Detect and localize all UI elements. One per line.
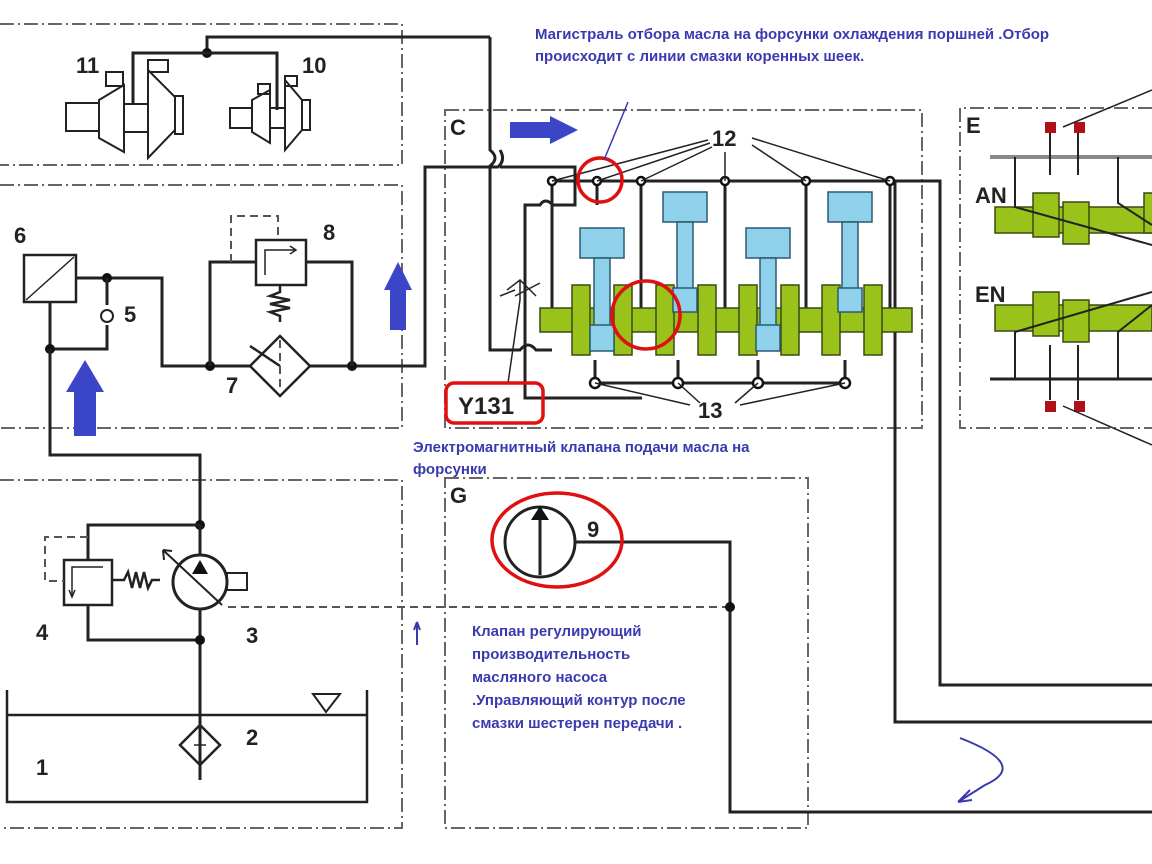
pump-valve-annotation-line: производительность	[472, 646, 631, 663]
label-1: 1	[36, 755, 48, 780]
solenoid-y131-label: Y131	[458, 393, 514, 420]
label-3: 3	[246, 623, 258, 648]
label-10: 10	[302, 53, 326, 78]
red-highlights	[444, 156, 682, 589]
flow-arrow-up-icon	[384, 262, 412, 330]
label-7: 7	[226, 373, 238, 398]
pump-valve-annotation: Клапан регулирующий производительность м…	[472, 620, 686, 735]
section-c-label: C	[450, 115, 466, 140]
turbochargers	[65, 35, 490, 161]
section-e-label: E	[966, 113, 981, 138]
flow-arrow-right-icon	[510, 116, 578, 144]
label-9: 9	[587, 517, 599, 542]
label-6: 6	[14, 223, 26, 248]
label-2: 2	[246, 725, 258, 750]
solenoid-annotation: Электромагнитный клапана подачи масла на…	[413, 437, 750, 481]
pump-valve-annotation-line: Клапан регулирующий	[472, 623, 642, 640]
cooler-filter-circuit	[22, 165, 488, 525]
label-13: 13	[698, 398, 722, 423]
gallery-annotation-line1: Магистраль отбора масла на форсунки охла…	[535, 26, 1050, 43]
pump-circuit	[5, 520, 730, 804]
label-5: 5	[124, 302, 136, 327]
solenoid-annotation-line2: форсунки	[413, 461, 487, 478]
label-12: 12	[712, 126, 736, 151]
label-11: 11	[76, 53, 99, 78]
section-g-label: G	[450, 483, 467, 508]
label-4: 4	[36, 620, 49, 645]
camshaft-en-label: EN	[975, 282, 1006, 307]
label-8: 8	[323, 220, 335, 245]
flow-arrow-up-icon	[66, 360, 104, 436]
pump-valve-annotation-line: смазки шестерен передачи .	[472, 715, 683, 732]
gallery-annotation-line2: происходит с линии смазки коренных шеек.	[535, 48, 865, 65]
engine-crankcase	[488, 37, 1152, 724]
gallery-annotation: Магистраль отбора масла на форсунки охла…	[535, 24, 1049, 68]
pump-valve-annotation-line: масляного насоса	[472, 669, 608, 686]
pressure-sensor-circuit	[503, 505, 1152, 814]
solenoid-annotation-line1: Электромагнитный клапана подачи масла на	[413, 439, 750, 456]
flow-arrows	[66, 101, 1004, 803]
pump-valve-annotation-line: .Управляющий контур после	[472, 692, 686, 709]
camshafts	[990, 89, 1152, 446]
camshaft-an-label: AN	[975, 183, 1007, 208]
